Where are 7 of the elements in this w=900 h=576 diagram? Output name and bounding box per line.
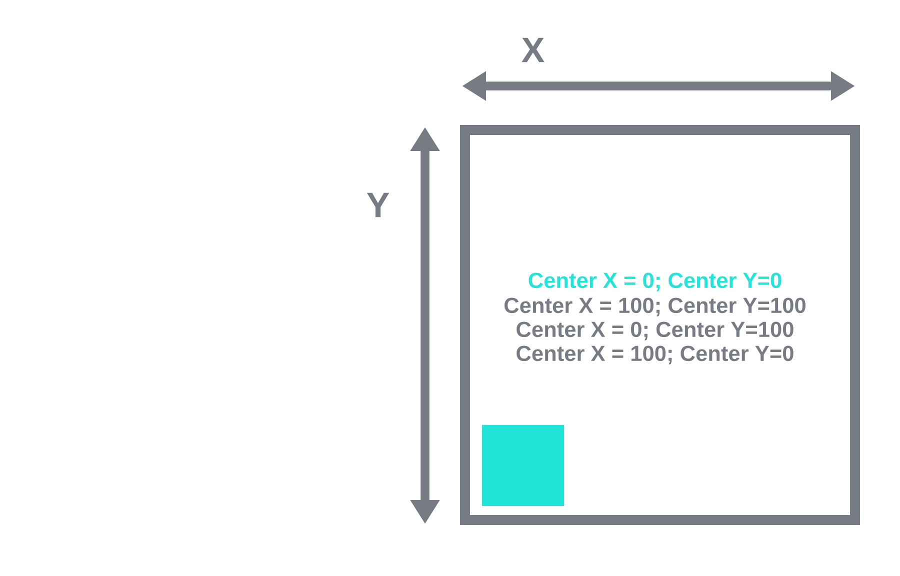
axis-label: Y (366, 192, 390, 218)
axis-label: X (522, 38, 544, 62)
coordinate-text: Center X = 0; Center Y=0 (528, 272, 782, 292)
coordinate-text: Center X = 0; Center Y=100 (516, 322, 794, 340)
square (482, 424, 564, 506)
coordinate-text: Center X = 100; Center Y=0 (516, 346, 794, 364)
coordinate-text: Center X = 100; Center Y=100 (504, 298, 806, 316)
